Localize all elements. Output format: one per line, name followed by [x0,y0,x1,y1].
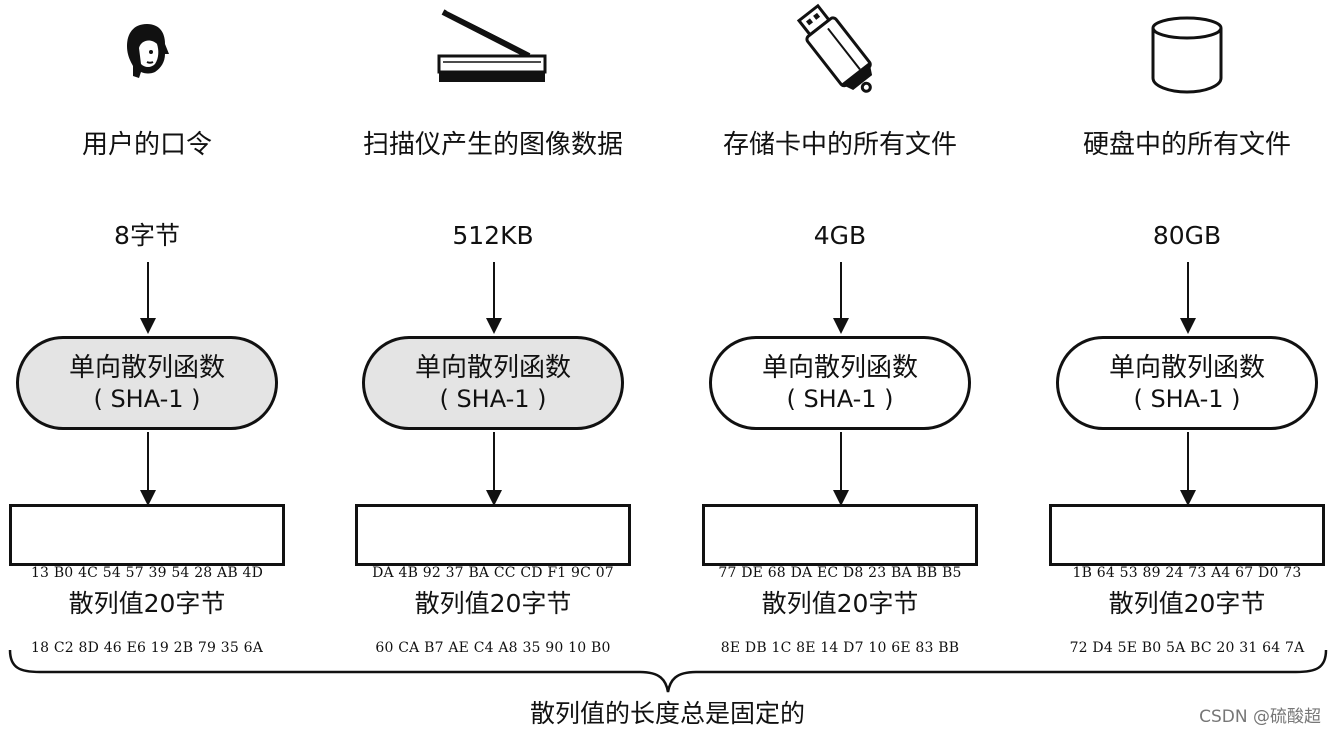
function-algorithm: ( SHA-1 ) [93,385,201,413]
flatbed-scanner-icon [343,0,643,110]
source-label: 扫描仪产生的图像数据 [362,130,623,160]
hash-value-box: 13 B0 4C 54 57 39 54 28 AB 4D 18 C2 8D 4… [9,504,285,656]
hash-row: 77 DE 68 DA EC D8 23 BA BB B5 [718,565,962,581]
hash-caption: 散列值20字节 [68,589,226,618]
hash-function-box: 单向散列函数 ( SHA-1 ) [362,336,624,430]
source-label: 硬盘中的所有文件 [1082,130,1291,160]
function-name: 单向散列函数 [414,353,571,383]
person-head-icon [0,0,297,110]
hash-caption: 散列值20字节 [761,589,919,618]
size-label: 8字节 [114,221,180,250]
function-name: 单向散列函数 [761,353,918,383]
function-algorithm: ( SHA-1 ) [1133,385,1241,413]
arrow-down [140,262,156,334]
column-hard-disk: 硬盘中的所有文件 80GB 单向散列函数 ( SHA-1 ) 1B 64 53 … [1037,0,1335,656]
arrow-down [140,432,156,506]
hash-function-box: 单向散列函数 ( SHA-1 ) [16,336,278,430]
watermark: CSDN @硫酸超 [1199,707,1321,727]
hash-function-box: 单向散列函数 ( SHA-1 ) [709,336,971,430]
hard-disk-cylinder-icon [1037,0,1335,110]
hash-row: 1B 64 53 89 24 73 A4 67 D0 73 [1072,565,1302,581]
grouping-brace [8,649,1328,693]
hash-caption: 散列值20字节 [414,589,572,618]
hash-value-box: 1B 64 53 89 24 73 A4 67 D0 73 72 D4 5E B… [1049,504,1325,656]
hash-value-box: DA 4B 92 37 BA CC CD F1 9C 07 60 CA B7 A… [355,504,631,656]
hash-function-box: 单向散列函数 ( SHA-1 ) [1056,336,1318,430]
hash-value-box: 77 DE 68 DA EC D8 23 BA BB B5 8E DB 1C 8… [702,504,978,656]
function-algorithm: ( SHA-1 ) [786,385,894,413]
column-scanner: 扫描仪产生的图像数据 512KB 单向散列函数 ( SHA-1 ) DA 4B … [343,0,643,656]
usb-drive-icon [690,0,990,110]
arrow-down [833,432,849,506]
hash-row: 72 D4 5E B0 5A BC 20 31 64 7A [1069,640,1305,656]
hash-row: 13 B0 4C 54 57 39 54 28 AB 4D [30,565,264,581]
hash-row: 8E DB 1C 8E 14 D7 10 6E 83 BB [720,640,960,656]
hash-row: 18 C2 8D 46 E6 19 2B 79 35 6A [30,640,263,656]
source-label: 用户的口令 [81,130,212,160]
size-label: 80GB [1152,221,1222,250]
hash-row: DA 4B 92 37 BA CC CD F1 9C 07 [372,565,614,581]
arrow-down [486,262,502,334]
hash-caption: 散列值20字节 [1108,589,1266,618]
function-name: 单向散列函数 [1108,353,1265,383]
function-name: 单向散列函数 [68,353,225,383]
column-memory-card: 存储卡中的所有文件 4GB 单向散列函数 ( SHA-1 ) 77 DE 68 … [690,0,990,656]
size-label: 4GB [813,221,867,250]
source-label: 存储卡中的所有文件 [722,130,957,160]
function-algorithm: ( SHA-1 ) [439,385,547,413]
arrow-down [1180,432,1196,506]
hash-row: 60 CA B7 AE C4 A8 35 90 10 B0 [375,640,611,656]
size-label: 512KB [452,221,534,250]
arrow-down [833,262,849,334]
column-password: 用户的口令 8字节 单向散列函数 ( SHA-1 ) 13 B0 4C 54 5… [0,0,297,656]
arrow-down [1180,262,1196,334]
conclusion-label: 散列值的长度总是固定的 [529,699,805,728]
arrow-down [486,432,502,506]
